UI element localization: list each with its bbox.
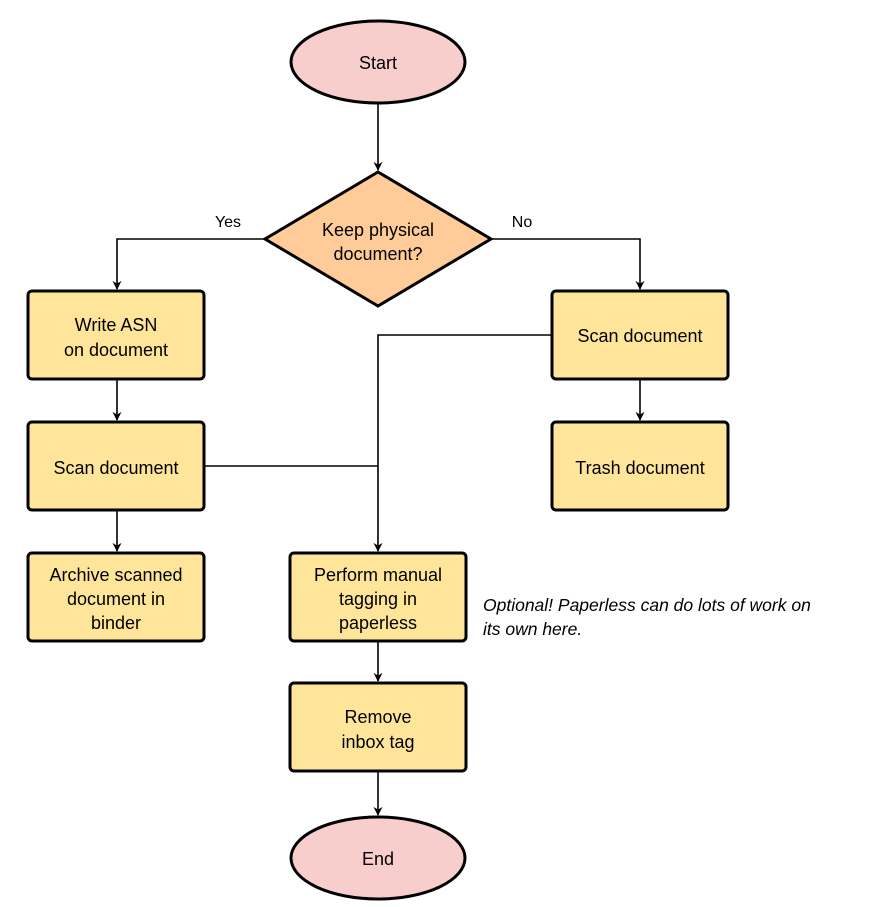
svg-text:Archive scanned: Archive scanned (49, 565, 182, 585)
node-archive: Archive scanned document in binder (26, 551, 206, 643)
edge-no (491, 238, 645, 290)
node-remove-inbox: Remove inbox tag (288, 681, 468, 773)
svg-text:Start: Start (359, 53, 397, 73)
edge-yes (112, 238, 265, 290)
svg-text:Keep physical: Keep physical (322, 220, 434, 240)
svg-text:paperless: paperless (339, 613, 417, 633)
svg-text:Write ASN: Write ASN (75, 315, 158, 335)
svg-text:Optional! Paperless can do lot: Optional! Paperless can do lots of work … (483, 595, 811, 615)
svg-text:on document: on document (64, 340, 168, 360)
svg-text:Remove: Remove (344, 707, 411, 727)
node-scan-right: Scan document (550, 289, 730, 381)
svg-text:binder: binder (91, 613, 141, 633)
svg-text:document in: document in (67, 589, 165, 609)
edge-label-no: No (512, 214, 533, 231)
svg-text:Scan document: Scan document (53, 458, 178, 478)
node-trash: Trash document (550, 420, 730, 512)
edge-scanright-tagging (373, 334, 552, 552)
svg-text:its own here.: its own here. (483, 619, 582, 639)
node-start: Start (289, 19, 467, 105)
node-manual-tagging: Perform manual tagging in paperless (288, 551, 468, 643)
node-scan-left: Scan document (26, 420, 206, 512)
node-decision: Keep physical document? (262, 170, 494, 308)
svg-text:Perform manual: Perform manual (314, 565, 442, 585)
svg-text:Scan document: Scan document (577, 326, 702, 346)
node-write-asn: Write ASN on document (26, 289, 206, 381)
edge-label-yes: Yes (215, 214, 241, 231)
svg-text:End: End (362, 849, 394, 869)
node-end: End (289, 815, 467, 901)
svg-text:tagging in: tagging in (339, 589, 417, 609)
svg-text:document?: document? (333, 244, 422, 264)
svg-text:Trash document: Trash document (575, 458, 704, 478)
svg-text:inbox tag: inbox tag (341, 732, 414, 752)
note-optional: Optional! Paperless can do lots of work … (483, 595, 811, 639)
